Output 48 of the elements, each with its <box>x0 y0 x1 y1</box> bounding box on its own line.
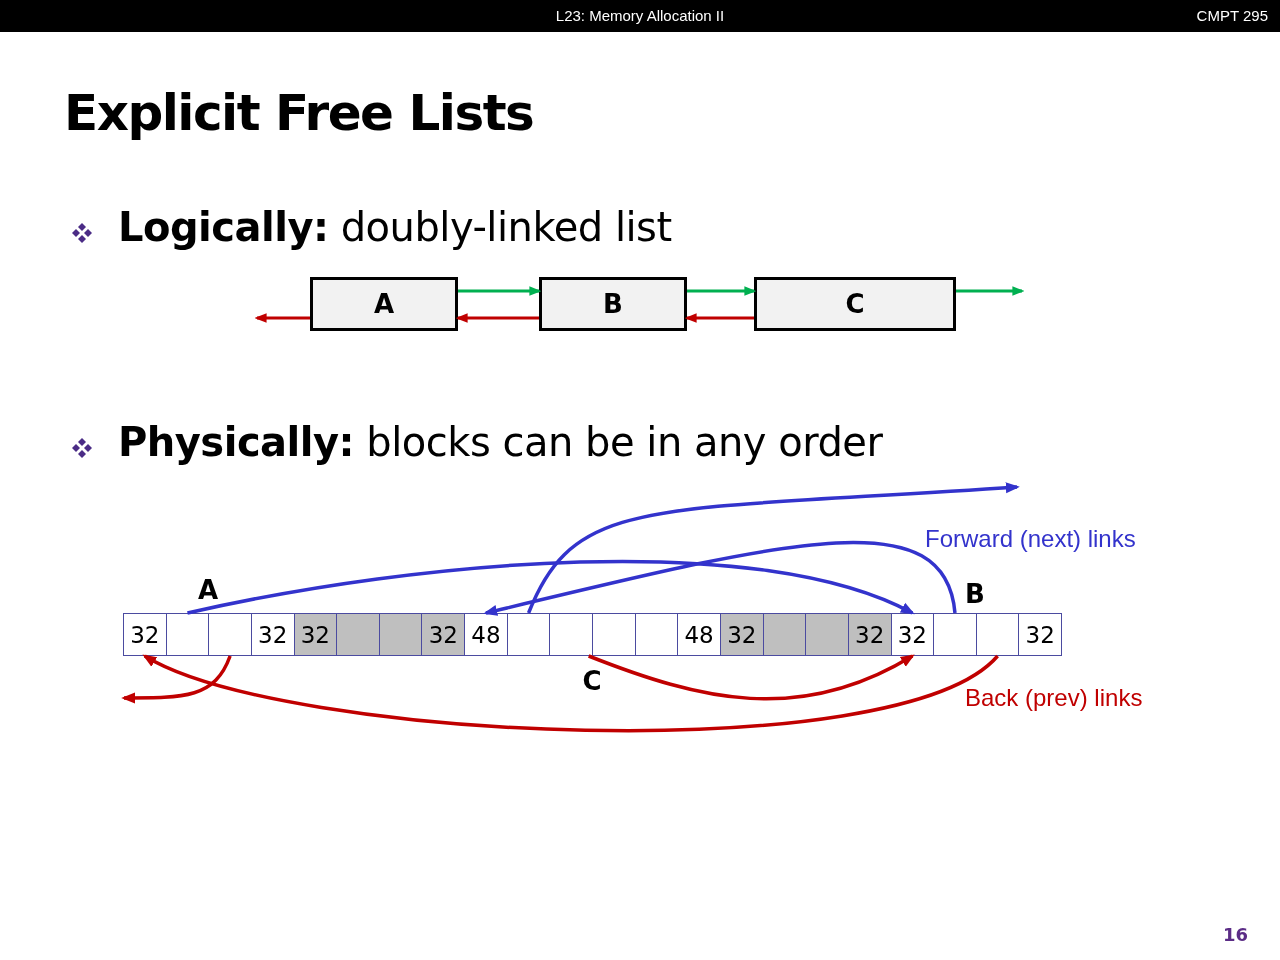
memory-cell: 32 <box>1018 613 1063 656</box>
memory-cell <box>165 613 210 656</box>
allocated-cell <box>805 613 849 656</box>
memory-cell: 32 <box>250 613 295 656</box>
course-code: CMPT 295 <box>1196 7 1268 24</box>
arrow <box>527 482 1020 614</box>
list-node-box: B <box>539 277 687 331</box>
memory-cell: 48 <box>677 613 721 656</box>
arrow <box>458 286 542 296</box>
memory-cell <box>592 613 636 656</box>
bullet-text: Logically: doubly-linked list <box>118 204 672 250</box>
allocated-cell: 32 <box>421 613 466 656</box>
arrow <box>187 559 915 615</box>
page-number: 16 <box>1222 924 1248 945</box>
slide-title: Explicit Free Lists <box>64 84 534 142</box>
arrow <box>121 655 232 704</box>
arrow <box>455 313 539 323</box>
block-label: C <box>582 666 602 696</box>
allocated-cell <box>336 613 380 656</box>
block-label: A <box>197 575 219 605</box>
memory-cell: 48 <box>464 613 508 656</box>
arrow <box>687 286 757 296</box>
memory-cell <box>933 613 977 656</box>
allocated-cell <box>378 613 423 656</box>
link-label: Forward (next) links <box>925 525 1136 553</box>
memory-cell <box>975 613 1020 656</box>
arrow <box>483 541 957 616</box>
bullet-text: Physically: blocks can be in any order <box>118 419 883 465</box>
list-node-box: C <box>754 277 956 331</box>
memory-cell: 32 <box>890 613 935 656</box>
memory-cell <box>208 613 252 656</box>
header-text: L23: Memory Allocation II <box>555 7 725 24</box>
arrow <box>254 313 310 323</box>
allocated-cell <box>762 613 807 656</box>
arrow <box>588 654 915 701</box>
memory-cell: 32 <box>123 613 167 656</box>
memory-cell <box>634 613 679 656</box>
memory-cell <box>549 613 593 656</box>
arrow <box>956 286 1025 296</box>
allocated-cell: 32 <box>847 613 892 656</box>
block-label: B <box>965 579 985 609</box>
arrow <box>142 654 999 732</box>
list-node-box: A <box>310 277 458 331</box>
allocated-cell: 32 <box>719 613 764 656</box>
link-label: Back (prev) links <box>965 684 1143 712</box>
allocated-cell: 32 <box>293 613 338 656</box>
memory-cell <box>506 613 551 656</box>
arrow <box>684 313 754 323</box>
